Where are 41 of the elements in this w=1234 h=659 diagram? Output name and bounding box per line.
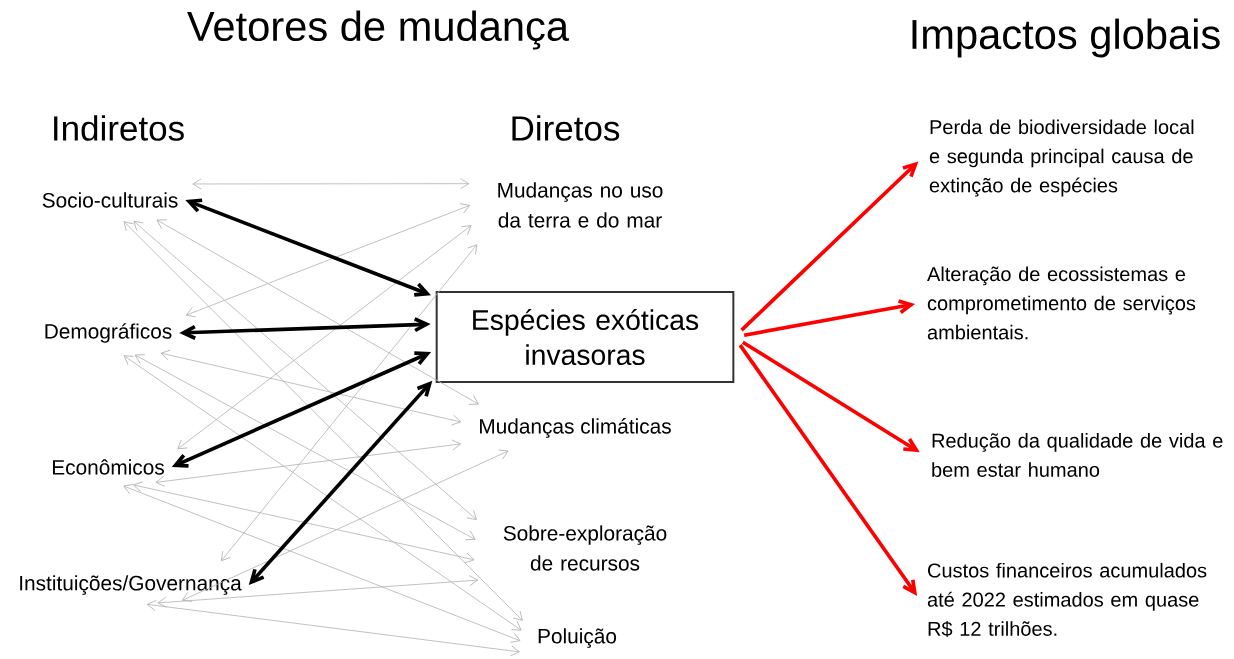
arrow	[133, 481, 475, 564]
impact-label: Alteração de ecossistemas e comprometimento de serviços ambientais.	[927, 266, 1196, 340]
arrow	[185, 203, 470, 318]
arrow	[123, 484, 521, 643]
driver-label: Instituições/Governança	[20, 575, 242, 595]
subheading: Indiretos	[54, 115, 184, 141]
arrow	[155, 439, 462, 487]
arrow	[182, 449, 509, 602]
arrow	[741, 340, 920, 453]
arrow	[192, 178, 470, 190]
arrow	[185, 198, 431, 297]
arrow	[133, 220, 477, 520]
driver-label: Socio-culturais	[42, 192, 178, 208]
arrow	[146, 600, 520, 657]
arrow	[740, 161, 919, 332]
arrow	[157, 575, 479, 608]
heading: Vetores de mudança	[187, 10, 570, 50]
driver-label: Econômicos	[52, 459, 164, 475]
highlight-box: Espécies exóticas invasoras	[435, 291, 735, 383]
arrow	[156, 219, 479, 405]
arrow	[220, 244, 478, 562]
driver-label: Mudanças no uso da terra e do mar	[498, 182, 663, 228]
driver-label: Poluição	[538, 628, 617, 648]
driver-label: Mudanças climáticas	[480, 418, 671, 438]
arrow	[177, 225, 472, 450]
arrow	[134, 354, 476, 541]
arrow	[123, 221, 523, 621]
impact-label: Perda de biodiversidade local e segunda principal causa de extinção de espécies	[929, 119, 1194, 197]
arrow	[248, 380, 433, 585]
arrow	[743, 299, 916, 337]
arrow	[738, 344, 918, 596]
impact-label: Custos financeiros acumulados até 2022 estimados em quase R$ 12 trilhões.	[927, 562, 1207, 638]
driver-label: Demográficos	[45, 323, 172, 343]
heading: Impactos globais	[912, 18, 1220, 58]
impact-label: Redução da qualidade de vida e bem estar humano	[932, 433, 1223, 477]
arrow	[171, 351, 432, 468]
arrow	[160, 349, 462, 426]
arrow	[179, 317, 431, 340]
subheading: Diretos	[512, 115, 620, 141]
arrow	[123, 355, 522, 631]
driver-label: Sobre-exploração de recursos	[503, 525, 667, 571]
